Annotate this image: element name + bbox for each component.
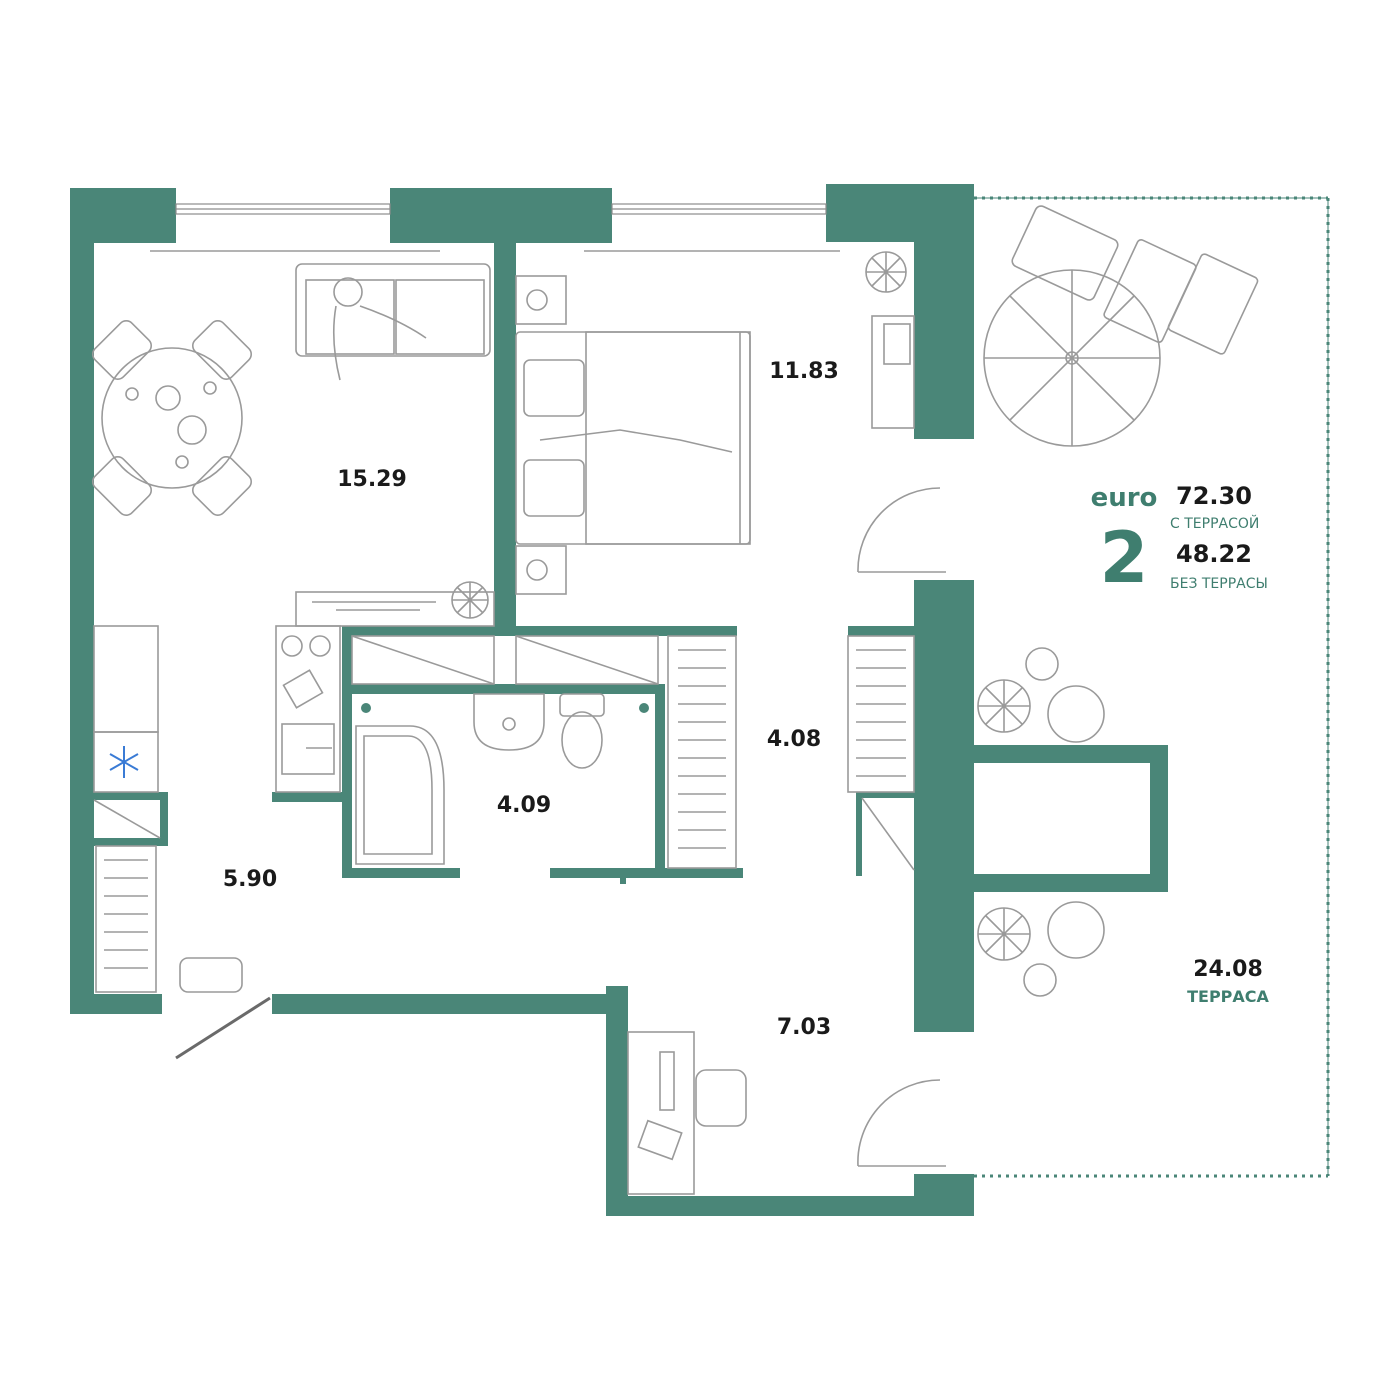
dresser: [871, 315, 915, 429]
storage-closets: [93, 635, 915, 871]
hall-area-label: 5.90: [223, 867, 277, 892]
fridge: [93, 625, 159, 793]
corridor-area-label: 7.03: [777, 1015, 831, 1040]
desk: [627, 1031, 747, 1195]
wardrobe-area-label: 4.08: [767, 727, 821, 752]
room-labels: 15.29 11.83 4.09 4.08 5.90 7.03 24.08 ТЕ…: [223, 359, 1270, 1040]
terrace-area-label: 24.08: [1193, 957, 1263, 982]
rooms-count: 2: [1100, 517, 1149, 599]
plant-icon: [451, 251, 1105, 997]
bedroom-area-label: 11.83: [769, 359, 839, 384]
terrace-railing: [974, 196, 1330, 1178]
sun-loungers: [1011, 205, 1259, 355]
umbrella-icon: [983, 269, 1161, 447]
walls: [70, 184, 1168, 1216]
dining-table: [91, 319, 253, 517]
tv-stand: [295, 591, 495, 627]
terrace-label: ТЕРРАСА: [1187, 987, 1269, 1006]
total-area-caption: С ТЕРРАСОЙ: [1170, 514, 1259, 532]
nightstands: [515, 275, 567, 595]
living-area-label: 15.29: [337, 467, 407, 492]
total-area: 72.30: [1176, 482, 1252, 510]
terrace-doors: [857, 487, 946, 1167]
entry-door: [175, 957, 271, 1060]
apartment-summary: euro 2 72.30 С ТЕРРАСОЙ 48.22 БЕЗ ТЕРРАС…: [1091, 482, 1268, 599]
bathroom-vents: [361, 703, 649, 713]
bathroom-area-label: 4.09: [497, 793, 551, 818]
kitchen: [275, 625, 341, 793]
bed: [515, 331, 751, 545]
bathroom-fixtures: [355, 693, 605, 865]
brand-label: euro: [1091, 483, 1158, 513]
wardrobe-racks: [95, 635, 915, 993]
windows: [175, 203, 827, 215]
net-area-caption: БЕЗ ТЕРРАСЫ: [1170, 576, 1268, 592]
net-area: 48.22: [1176, 540, 1252, 568]
sofa: [295, 263, 491, 381]
snowflake-icon: [109, 746, 139, 778]
